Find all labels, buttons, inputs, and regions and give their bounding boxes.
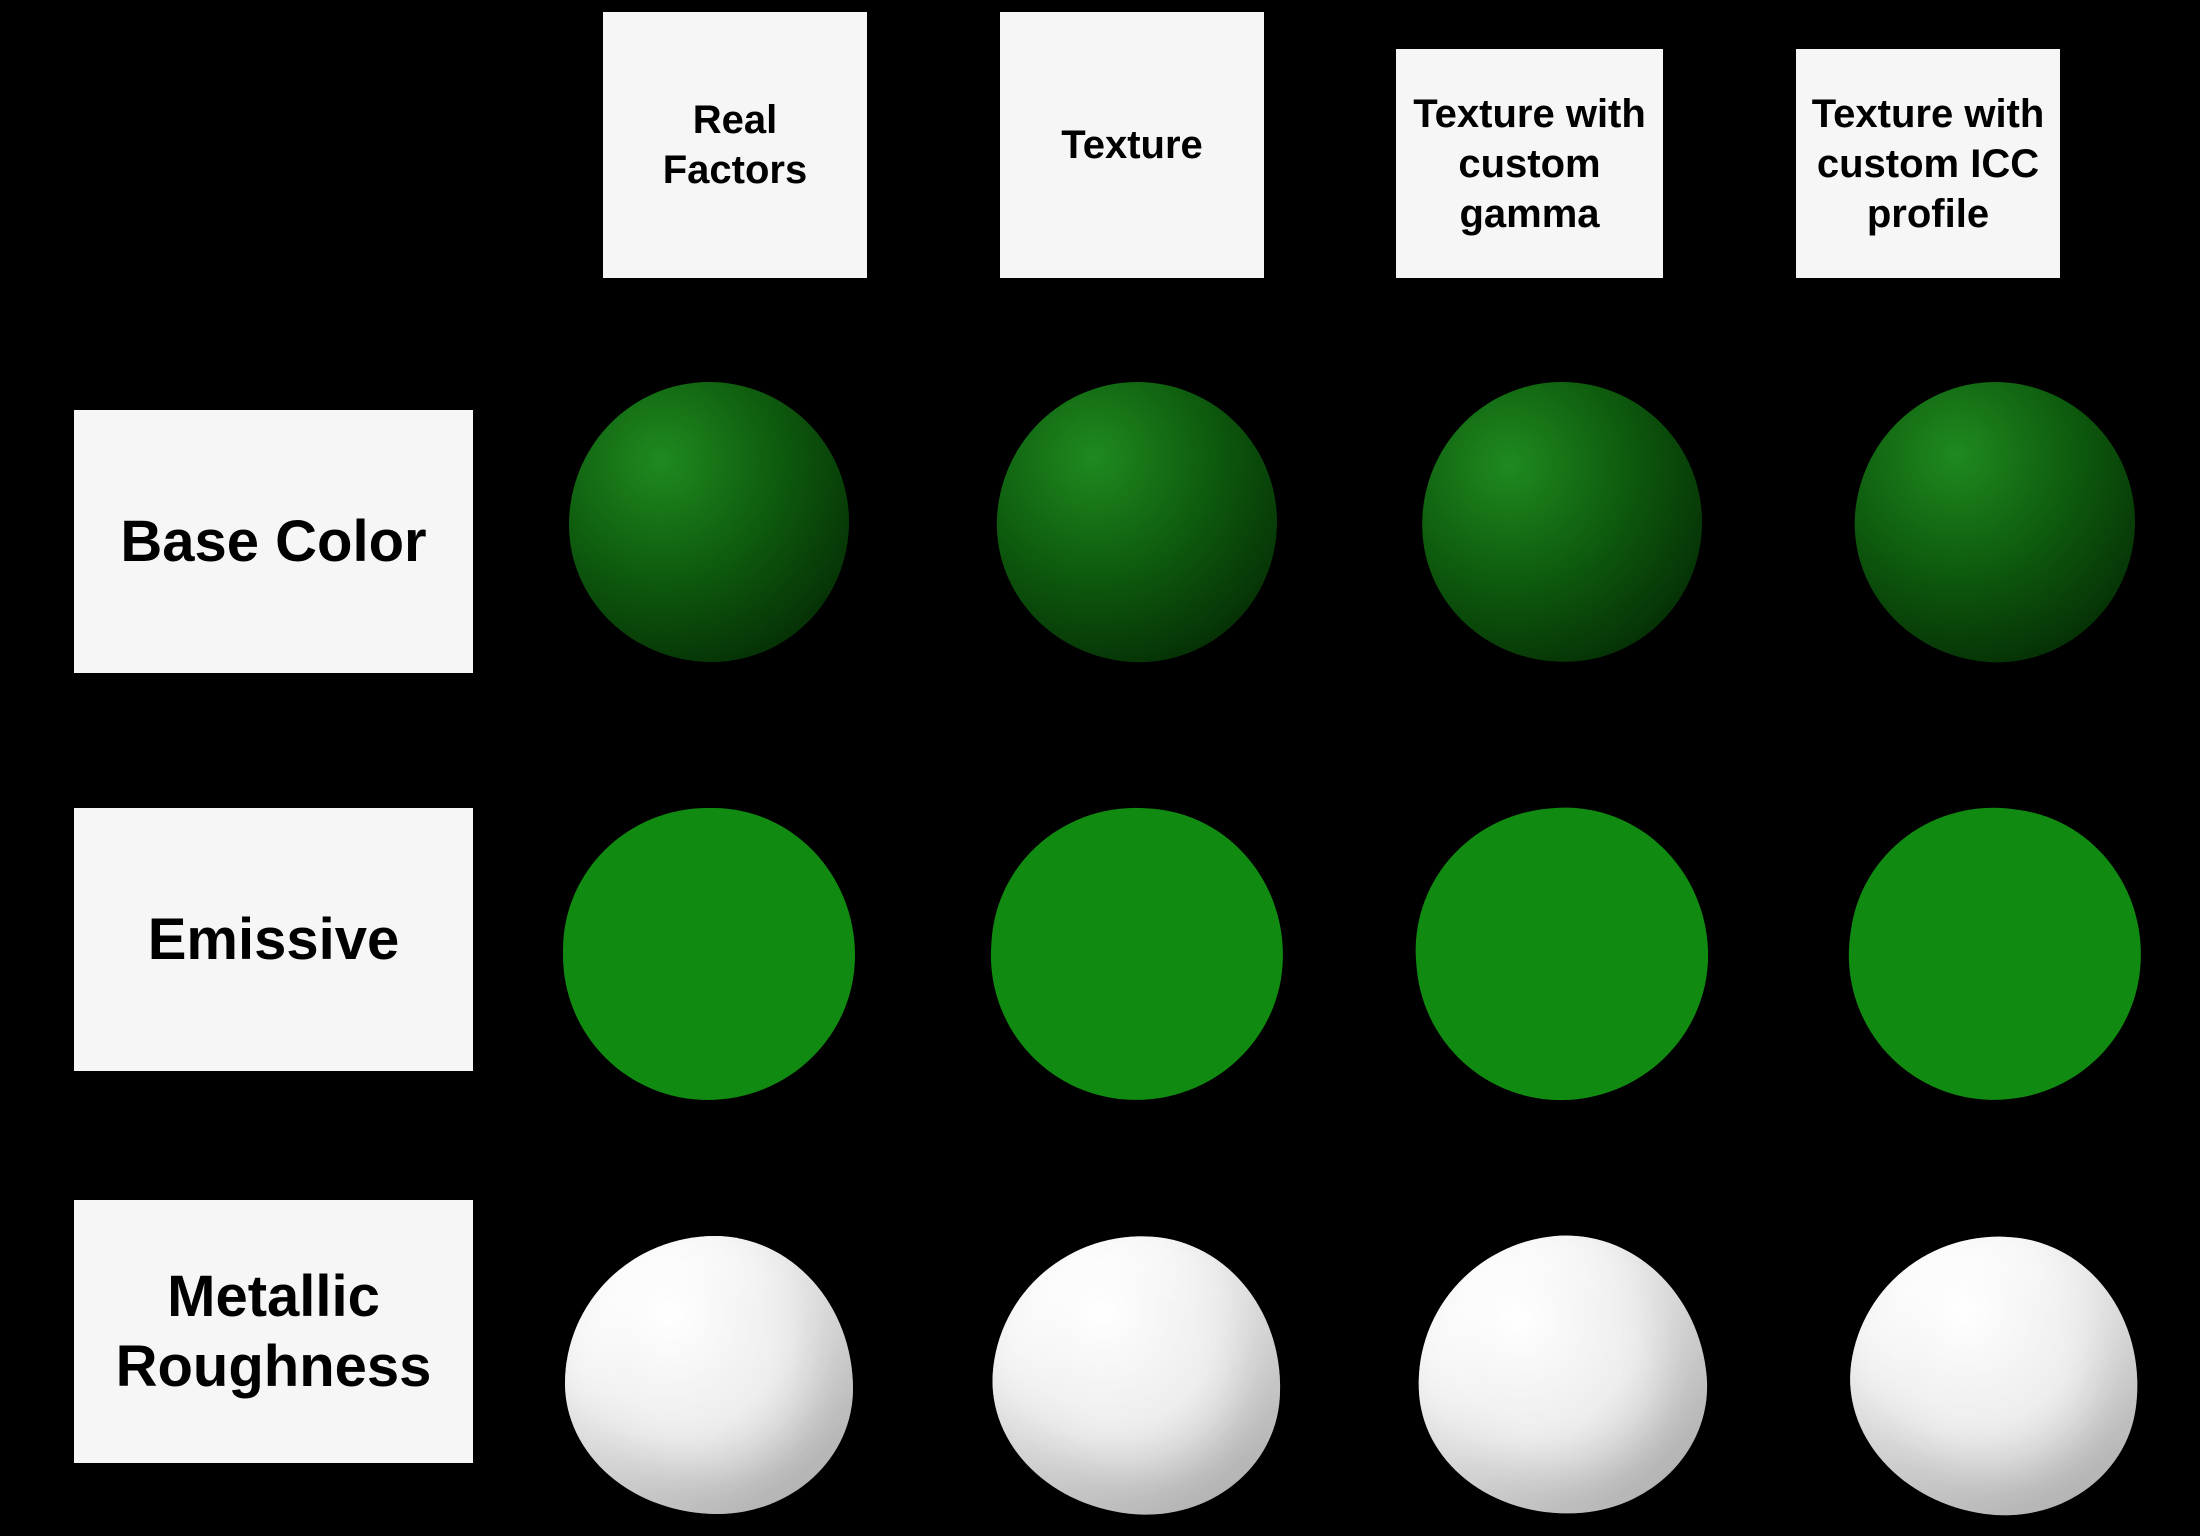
row-header-label: Base Color <box>120 508 427 574</box>
column-header-texture: Texture <box>1000 12 1264 278</box>
column-header-label: Texture <box>1061 123 1203 167</box>
row-header-metallic-roughness: Metallic Roughness <box>74 1200 473 1463</box>
column-header-texture-custom-icc-profile: Texture with custom ICC profile <box>1796 49 2060 278</box>
sphere-metallic-roughness-texture-custom-icc <box>1833 1217 2157 1533</box>
column-header-real-factors: Real Factors <box>603 12 867 278</box>
sphere-base-color-texture <box>987 372 1287 672</box>
sphere-base-color-real-factors <box>569 382 849 662</box>
sphere-metallic-roughness-texture <box>983 1226 1291 1524</box>
sphere-metallic-roughness-real-factors <box>565 1236 853 1514</box>
row-header-label: Metallic Roughness <box>115 1263 432 1399</box>
sphere-emissive-texture <box>981 798 1293 1110</box>
sphere-emissive-real-factors <box>563 808 855 1100</box>
row-header-emissive: Emissive <box>74 808 473 1071</box>
column-header-texture-custom-gamma: Texture with custom gamma <box>1396 49 1663 278</box>
column-header-label: Texture with custom ICC profile <box>1811 91 2045 236</box>
row-header-base-color: Base Color <box>74 410 473 673</box>
sphere-base-color-texture-custom-icc <box>1836 363 2154 681</box>
sphere-base-color-texture-custom-gamma <box>1410 370 1714 674</box>
sphere-emissive-texture-custom-gamma <box>1403 795 1721 1113</box>
sphere-metallic-roughness-texture-custom-gamma <box>1406 1223 1718 1527</box>
column-header-label: Texture with custom gamma <box>1413 91 1646 236</box>
sphere-emissive-texture-custom-icc <box>1830 789 2160 1119</box>
column-header-label: Real Factors <box>662 98 808 192</box>
row-header-label: Emissive <box>147 906 400 972</box>
